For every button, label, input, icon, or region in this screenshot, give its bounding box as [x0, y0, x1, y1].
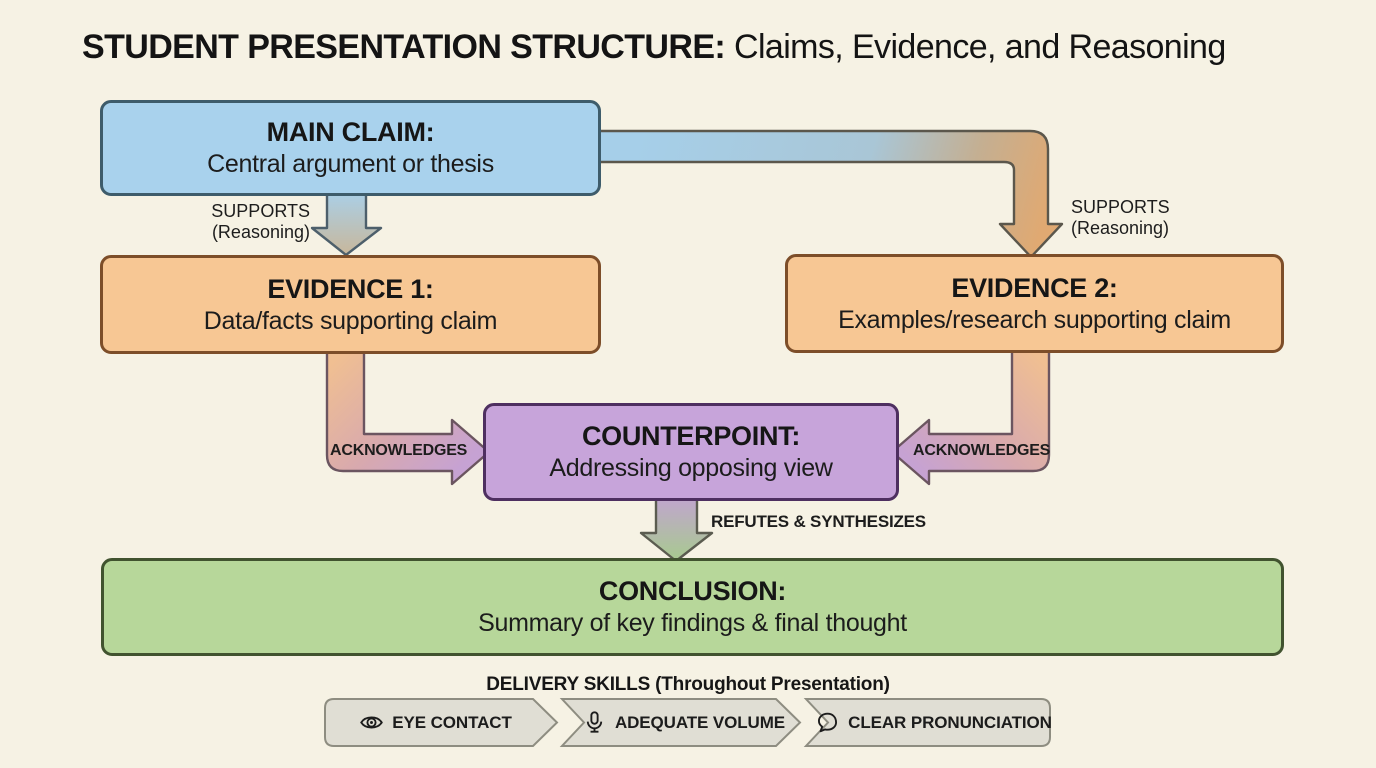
counterpoint-subtitle: Addressing opposing view [549, 454, 833, 483]
main-claim-heading: MAIN CLAIM: [266, 117, 435, 148]
label-supports-left: SUPPORTS (Reasoning) [160, 201, 310, 243]
page-title-bold: STUDENT PRESENTATION STRUCTURE: [82, 28, 726, 66]
label-acknowledges-left: ACKNOWLEDGES [330, 442, 468, 459]
conclusion-subtitle: Summary of key findings & final thought [478, 609, 907, 638]
evidence-2-heading: EVIDENCE 2: [951, 272, 1118, 303]
conclusion-heading: CONCLUSION: [598, 576, 787, 607]
node-evidence-2: EVIDENCE 2: Examples/research supporting… [785, 254, 1284, 353]
skill-clear-pronunciation: CLEAR PRONUNCIATION [818, 699, 1052, 746]
label-refutes-synthesizes: REFUTES & SYNTHESIZES [711, 512, 926, 531]
skill-adequate-volume-label: ADEQUATE VOLUME [614, 712, 786, 732]
label-supports-left-line1: SUPPORTS [211, 201, 310, 221]
skill-eye-contact-label: EYE CONTACT [392, 712, 512, 732]
microphone-icon [586, 711, 603, 733]
label-supports-right: SUPPORTS (Reasoning) [1071, 197, 1251, 239]
node-conclusion: CONCLUSION: Summary of key findings & fi… [101, 558, 1284, 656]
speech-bubble-icon [818, 712, 838, 733]
arrow-acknowledges-left [325, 344, 491, 486]
skill-chip-eye-contact [324, 698, 559, 747]
arrow-refutes [639, 490, 714, 563]
counterpoint-heading: COUNTERPOINT: [581, 421, 801, 452]
skill-chip-clear-pronunciation [803, 698, 1051, 747]
label-acknowledges-right: ACKNOWLEDGES [913, 442, 1051, 459]
skill-chip-adequate-volume [559, 698, 802, 747]
page-title: STUDENT PRESENTATION STRUCTURE: Claims, … [82, 28, 1226, 67]
label-supports-right-line1: SUPPORTS [1071, 197, 1170, 217]
skill-clear-pronunciation-label: CLEAR PRONUNCIATION [848, 712, 1052, 732]
evidence-1-heading: EVIDENCE 1: [267, 273, 434, 304]
node-main-claim: MAIN CLAIM: Central argument or thesis [100, 100, 601, 196]
page-title-regular: Claims, Evidence, and Reasoning [725, 28, 1226, 66]
eye-icon [360, 716, 384, 729]
node-evidence-1: EVIDENCE 1: Data/facts supporting claim [100, 255, 601, 354]
evidence-1-subtitle: Data/facts supporting claim [203, 306, 498, 335]
delivery-skills-heading: DELIVERY SKILLS (Throughout Presentation… [486, 674, 890, 695]
arrow-supports-evidence2 [591, 129, 1064, 259]
arrow-acknowledges-right [890, 344, 1051, 486]
label-supports-right-line2: (Reasoning) [1071, 218, 1170, 239]
evidence-2-subtitle: Examples/research supporting claim [838, 305, 1231, 334]
main-claim-subtitle: Central argument or thesis [207, 150, 494, 179]
skill-adequate-volume: ADEQUATE VOLUME [575, 699, 793, 746]
node-counterpoint: COUNTERPOINT: Addressing opposing view [483, 403, 899, 501]
skill-eye-contact: EYE CONTACT [325, 699, 547, 746]
label-supports-left-line2: (Reasoning) [211, 222, 310, 243]
